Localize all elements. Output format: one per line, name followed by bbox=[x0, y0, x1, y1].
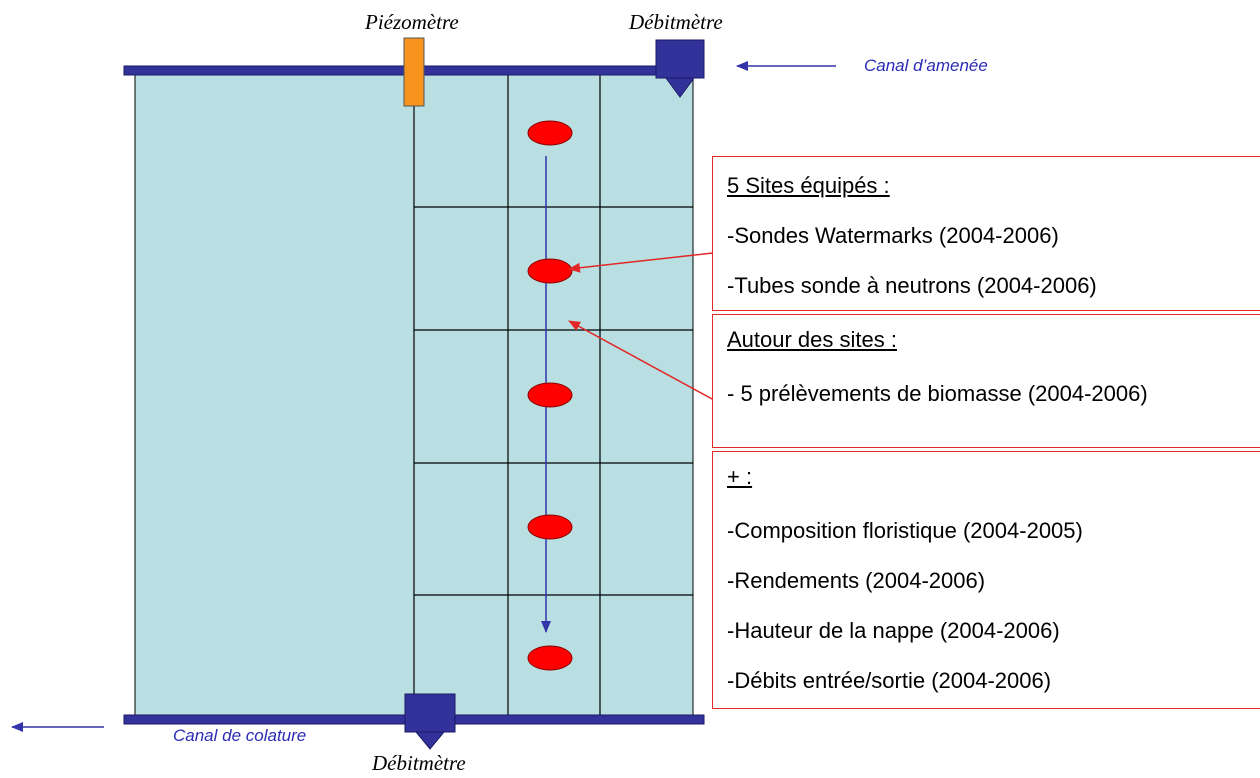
site-2 bbox=[527, 258, 573, 284]
sites-pointer-arrow bbox=[568, 251, 723, 273]
piezometer-marker bbox=[403, 37, 425, 107]
sites-box-item: -Tubes sonde à neutrons (2004-2006) bbox=[727, 273, 1097, 298]
flowmeter-bottom-marker bbox=[404, 693, 456, 750]
measurement-sites bbox=[527, 120, 573, 671]
flowmeter-top-label: Débitmètre bbox=[629, 10, 723, 34]
autour-box-title: Autour des sites : bbox=[727, 327, 897, 352]
autour-info-box: Autour des sites : - 5 prélèvements de b… bbox=[712, 314, 1260, 448]
plot-grid bbox=[413, 74, 693, 716]
plus-box-item: -Composition floristique (2004-2005) bbox=[727, 518, 1083, 543]
plus-box-title: + : bbox=[727, 464, 753, 489]
sites-box-title: 5 Sites équipés : bbox=[727, 173, 890, 198]
plus-box-item: -Rendements (2004-2006) bbox=[727, 568, 986, 593]
sites-info-box: 5 Sites équipés : -Sondes Watermarks (20… bbox=[712, 156, 1260, 311]
canal-colature-label: Canal de colature bbox=[173, 726, 307, 745]
sites-box-item: -Sondes Watermarks (2004-2006) bbox=[727, 223, 1059, 248]
site-4 bbox=[527, 514, 573, 540]
autour-pointer-arrow bbox=[568, 320, 737, 413]
site-3 bbox=[527, 382, 573, 408]
flowmeter-bottom-label: Débitmètre bbox=[372, 751, 466, 775]
piezometer-label: Piézomètre bbox=[365, 10, 459, 34]
canal-amenee-label: Canal d’amenée bbox=[864, 56, 988, 75]
plus-info-box: + : -Composition floristique (2004-2005)… bbox=[712, 451, 1260, 709]
plus-box-item: -Hauteur de la nappe (2004-2006) bbox=[727, 618, 1060, 643]
autour-box-item: - 5 prélèvements de biomasse (2004-2006) bbox=[727, 381, 1148, 406]
flowmeter-top-marker bbox=[655, 39, 705, 98]
site-1 bbox=[527, 120, 573, 146]
plus-box-item: -Débits entrée/sortie (2004-2006) bbox=[727, 668, 1052, 693]
site-5 bbox=[527, 645, 573, 671]
